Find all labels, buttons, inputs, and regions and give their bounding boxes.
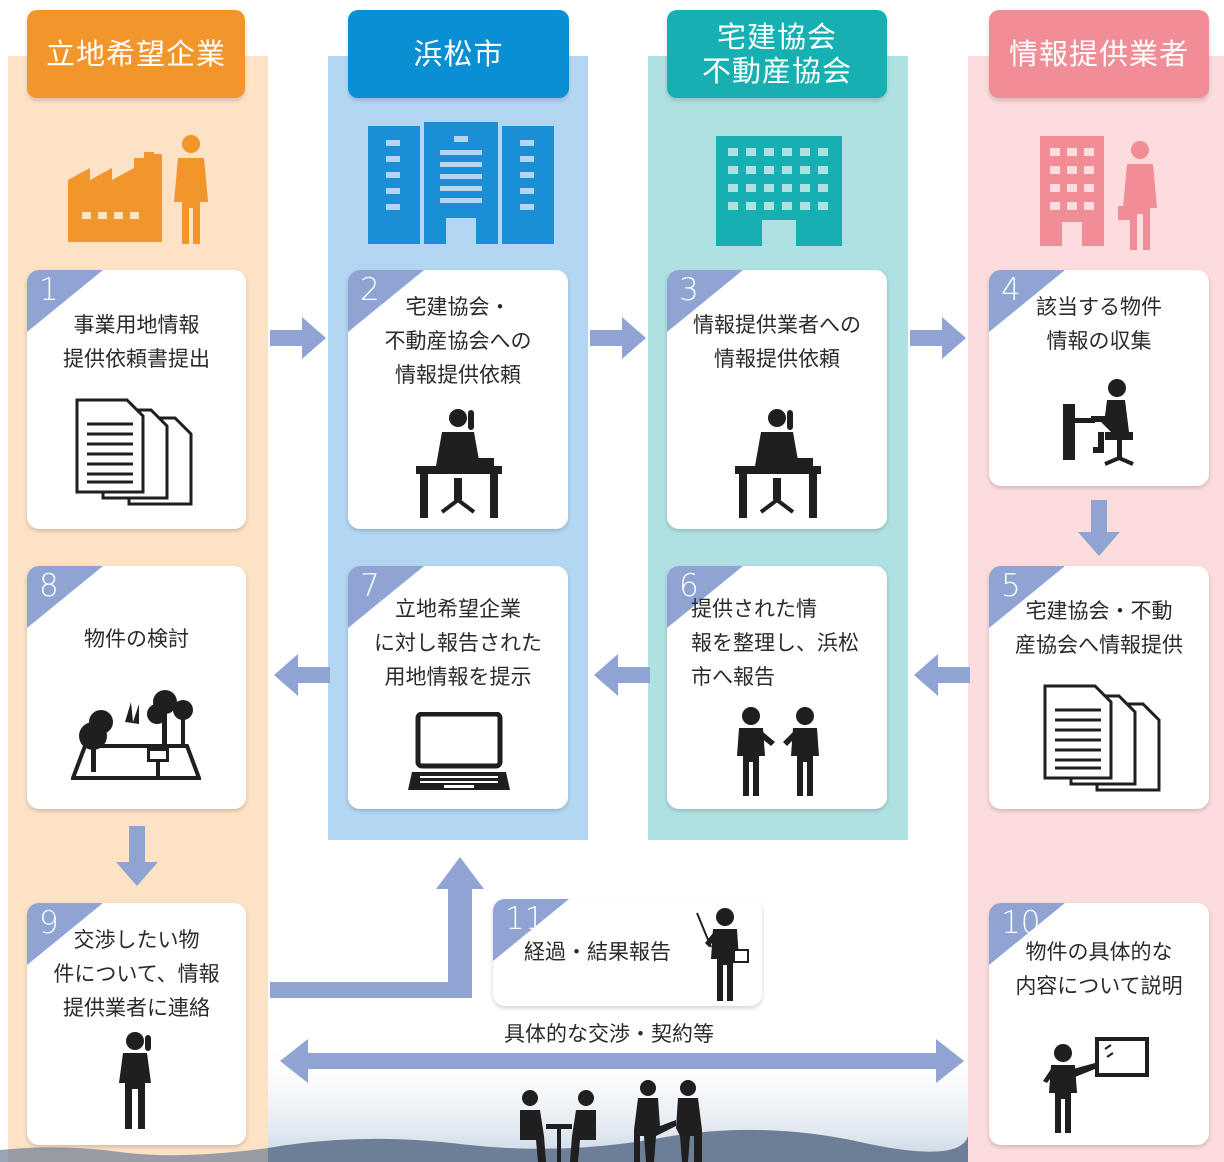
- step-badge: [493, 899, 569, 961]
- arrow-right-1-to-2: [270, 315, 328, 361]
- step-text: 提供された情 報を整理し、浜松 市へ報告: [691, 597, 859, 689]
- step-card-3: 3 情報提供業者への 情報提供依頼: [667, 270, 887, 529]
- step-card-7: 7 立地希望企業 に対し報告された 用地情報を提示: [348, 566, 568, 809]
- step-badge: [27, 566, 103, 628]
- step-card-4: 4 該当する物件 情報の収集: [989, 270, 1209, 486]
- step-number: 4: [1001, 272, 1021, 308]
- step-badge: [348, 270, 424, 332]
- arrow-down-8-to-9: [114, 826, 160, 888]
- step-card-6: 6 提供された情 報を整理し、浜松 市へ報告: [667, 566, 887, 809]
- step-number: 3: [679, 272, 699, 308]
- step-text: 宅建協会・ 不動産協会への 情報提供依頼: [384, 295, 532, 387]
- step-number: 7: [360, 568, 380, 604]
- lane-header-company: 立地希望企業: [27, 10, 245, 98]
- step-number: 8: [39, 568, 59, 604]
- step-card-2: 2 宅建協会・ 不動産協会への 情報提供依頼: [348, 270, 568, 529]
- arrow-right-3-to-4: [910, 315, 968, 361]
- documents-icon: [1043, 684, 1163, 792]
- step-badge: [27, 903, 103, 965]
- step-badge: [667, 566, 743, 628]
- step-badge: [667, 270, 743, 332]
- arrow-down-4-to-5: [1076, 500, 1122, 558]
- step-number: 1: [39, 272, 59, 308]
- step-badge: [989, 270, 1065, 332]
- step-badge: [27, 270, 103, 332]
- arrow-left-7-to-8: [272, 652, 330, 698]
- factory-and-businessman-icon: [66, 132, 216, 247]
- presenter-with-board-icon: [1043, 1035, 1153, 1135]
- step-text: 物件の検討: [84, 627, 189, 651]
- step-text: 宅建協会・不動 産協会へ情報提供: [1015, 599, 1183, 657]
- step-card-1: 1 事業用地情報 提供依頼書提出: [27, 270, 246, 529]
- step-card-11: 11 経過・結果報告: [493, 899, 762, 1006]
- land-with-trees-icon: [71, 682, 201, 782]
- step-text: 該当する物件 情報の収集: [1036, 295, 1162, 353]
- step-badge: [989, 566, 1065, 628]
- documents-icon: [75, 398, 195, 506]
- step-card-5: 5 宅建協会・不動 産協会へ情報提供: [989, 566, 1209, 809]
- phone-call-at-desk-icon: [414, 408, 504, 520]
- arrow-left-6-to-7: [592, 652, 650, 698]
- negotiation-label: 具体的な交渉・契約等: [504, 1022, 714, 1046]
- step-badge: [989, 903, 1065, 965]
- step-badge: [348, 566, 424, 628]
- step-text: 立地希望企業 に対し報告された 用地情報を提示: [374, 597, 542, 689]
- lane-header-city: 浜松市: [348, 10, 569, 98]
- step-number: 6: [679, 568, 699, 604]
- office-building-icon: [716, 136, 842, 246]
- step-text: 交渉したい物 件について、情報 提供業者に連絡: [53, 928, 220, 1020]
- arrow-left-5-to-6: [912, 652, 970, 698]
- presenter-with-pointer-icon: [693, 907, 753, 1003]
- person-on-phone-icon: [117, 1031, 157, 1131]
- lane-header-provider: 情報提供業者: [989, 10, 1209, 98]
- city-hall-building-icon: [368, 122, 554, 244]
- step-number: 9: [39, 905, 59, 941]
- laptop-icon: [408, 712, 510, 792]
- step-number: 11: [505, 901, 545, 937]
- arrow-right-2-to-3: [590, 315, 648, 361]
- building-and-businessman-icon: [1040, 136, 1166, 250]
- step-text: 事業用地情報 提供依頼書提出: [63, 313, 210, 371]
- person-at-computer-icon: [1061, 378, 1141, 468]
- step-text: 物件の具体的な 内容について説明: [1015, 940, 1183, 998]
- step-number: 2: [360, 272, 380, 308]
- arrow-double-negotiation: [280, 1037, 964, 1085]
- step-card-8: 8 物件の検討: [27, 566, 246, 809]
- arrow-up-9-to-city: [270, 855, 492, 1000]
- step-text: 情報提供業者への 情報提供依頼: [693, 313, 861, 371]
- step-card-10: 10 物件の具体的な 内容について説明: [989, 903, 1209, 1145]
- step-number: 5: [1001, 568, 1021, 604]
- step-text: 経過・結果報告: [524, 940, 671, 964]
- phone-call-at-desk-icon: [733, 408, 823, 520]
- two-people-talking-icon: [731, 706, 827, 798]
- step-number: 10: [1001, 905, 1041, 941]
- lane-header-association: 宅建協会 不動産協会: [667, 10, 887, 98]
- step-card-9: 9 交渉したい物 件について、情報 提供業者に連絡: [27, 903, 246, 1145]
- negotiation-and-handshake-icon: [516, 1080, 702, 1162]
